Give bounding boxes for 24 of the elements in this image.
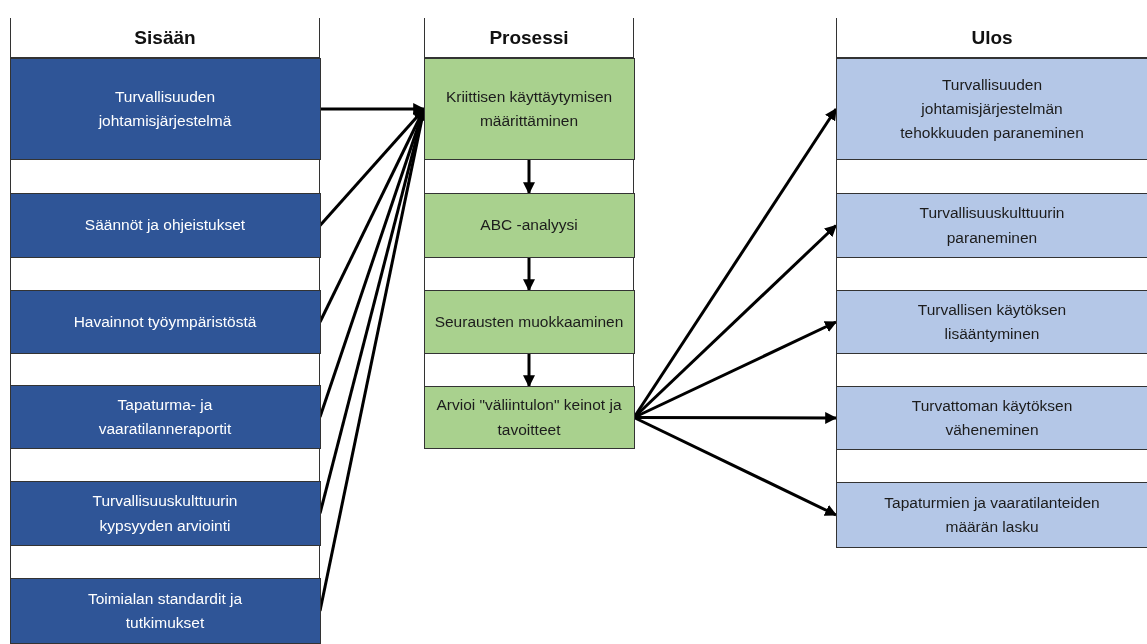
process-box: Turvattoman käytöksen väheneminen xyxy=(835,386,1147,450)
process-box: Säännöt ja ohjeistukset xyxy=(9,193,321,258)
arrow xyxy=(523,258,535,292)
process-box: Kriittisen käyttäytymisen määrittäminen xyxy=(423,58,635,160)
process-box: Turvallisuuskulttuurin paraneminen xyxy=(835,193,1147,258)
column-panel xyxy=(10,18,320,644)
process-box: Turvallisen käytöksen lisääntyminen xyxy=(835,290,1147,354)
arrow xyxy=(523,160,535,195)
process-box: Toimialan standardit ja tutkimukset xyxy=(9,578,321,644)
process-box: Havainnot työympäristöstä xyxy=(9,290,321,354)
process-box: Seurausten muokkaaminen xyxy=(423,290,635,354)
process-box: Tapaturmien ja vaaratilanteiden määrän lasku xyxy=(835,482,1147,548)
arrow xyxy=(633,416,838,517)
arrow xyxy=(523,354,535,388)
process-box: Turvallisuuden johtamisjärjestelmän tehokkuuden paraneminen xyxy=(835,58,1147,160)
process-box: Turvallisuuskulttuurin kypsyyden arviointi xyxy=(9,481,321,546)
arrow xyxy=(320,103,426,115)
column-panel xyxy=(836,18,1147,548)
process-box: Turvallisuuden johtamisjärjestelmä xyxy=(9,58,321,160)
column-panel xyxy=(424,18,634,449)
process-box: Tapaturma- ja vaaratilanneraportit xyxy=(9,385,321,449)
arrow xyxy=(634,411,838,424)
process-box: ABC -analyysi xyxy=(423,193,635,258)
process-box: Arvioi "väliintulon" keinot ja tavoitteet xyxy=(423,386,635,449)
